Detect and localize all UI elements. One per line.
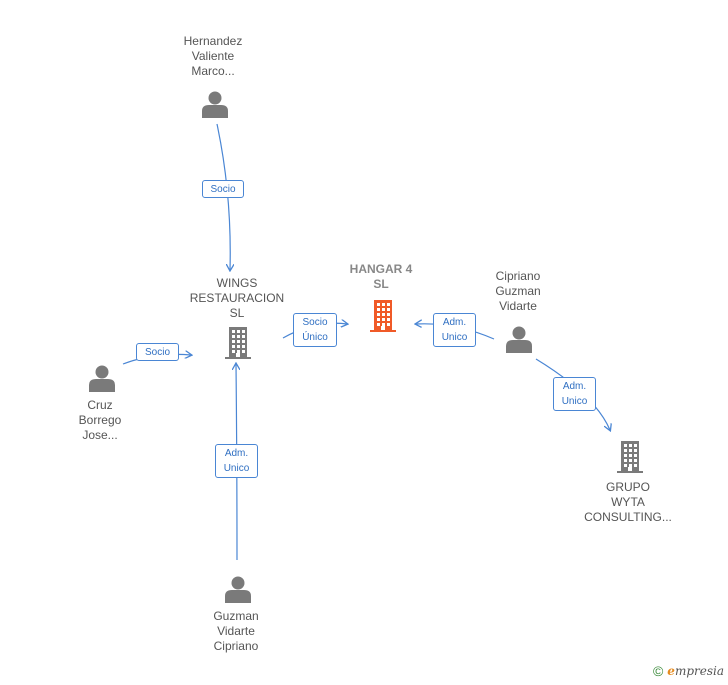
edge-label-line: Unico — [223, 463, 250, 474]
node-label-line: Borrego — [78, 413, 122, 427]
node-label-line: Guzman — [495, 284, 541, 298]
node-label-line: Hernandez — [183, 34, 243, 48]
edge-label-cruz-to-wings[interactable]: Socio — [136, 343, 179, 361]
node-label-line: Vidarte — [499, 299, 537, 313]
node-label-line: Cruz — [87, 398, 113, 412]
person-icon-guzman[interactable] — [225, 576, 251, 604]
node-label-line: WYTA — [611, 495, 645, 509]
edge-label-line: Unico — [561, 396, 588, 407]
copyright-icon: © — [652, 663, 664, 679]
edge-label-line: Único — [302, 332, 328, 343]
edge-label-line: Adm. — [442, 317, 467, 328]
brand-logo: empresia — [667, 664, 724, 678]
edge-label-line: Adm. — [224, 448, 249, 459]
node-label-line: Vidarte — [217, 624, 255, 638]
node-label-line: SL — [373, 277, 389, 291]
company-icon-grupo[interactable] — [617, 441, 643, 473]
node-label-line: CONSULTING... — [584, 510, 672, 524]
person-icon-hernandez[interactable] — [202, 91, 228, 119]
node-label-line: Jose... — [82, 428, 118, 442]
edge-label-line: Socio — [144, 347, 170, 358]
node-label-line: Cipriano — [213, 639, 259, 653]
node-label-line: Guzman — [213, 609, 259, 623]
edge-label-line: Socio — [210, 184, 236, 195]
edge-label-cipriano-to-hangar[interactable]: Adm. Unico — [433, 313, 476, 347]
footer-brand: © empresia — [653, 663, 724, 679]
node-label-line: Cipriano — [495, 269, 541, 283]
company-icon-hangar[interactable] — [370, 300, 396, 332]
company-icon-wings[interactable] — [225, 327, 251, 359]
edge-label-line: Socio — [302, 317, 328, 328]
edge-label-guzman-to-wings[interactable]: Adm. Unico — [215, 444, 258, 478]
edge-label-cipriano-to-grupo[interactable]: Adm. Unico — [553, 377, 596, 411]
node-label-line: SL — [229, 306, 245, 320]
node-label-line: HANGAR 4 — [349, 262, 413, 276]
edge-label-hernandez-to-wings[interactable]: Socio — [202, 180, 244, 198]
person-icon-cruz[interactable] — [89, 365, 115, 393]
node-label-line: GRUPO — [605, 480, 650, 494]
node-label-line: Marco... — [191, 64, 235, 78]
node-label-line: Valiente — [191, 49, 235, 63]
edge-label-line: Unico — [441, 332, 468, 343]
person-icon-cipriano[interactable] — [506, 326, 532, 354]
node-label-line: RESTAURACION — [189, 291, 285, 305]
edge-label-line: Adm. — [562, 381, 587, 392]
node-label-line: WINGS — [216, 276, 258, 290]
